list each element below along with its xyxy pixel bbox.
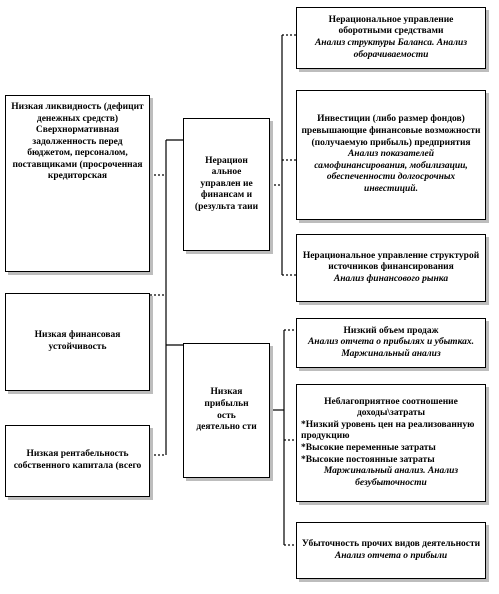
box-title: Нерациональное управление структурой ист…: [302, 250, 480, 273]
box-low-profitability: Низкая рентабельность собственного капит…: [5, 425, 150, 497]
box-other-activities: Убыточность прочих видов деятельности Ан…: [296, 522, 486, 579]
box-item: *Высокие переменные затраты: [301, 443, 436, 453]
box-title: Инвестиции (либо размер фондов) превышаю…: [301, 114, 481, 148]
box-title: Низкая ликвидность (дефицит денежных сре…: [11, 102, 144, 124]
box-investments: Инвестиции (либо размер фондов) превышаю…: [296, 90, 486, 220]
box-sales: Низкий объем продаж Анализ отчета о приб…: [296, 318, 486, 368]
box-item: *Высокие постоянные затраты: [301, 454, 435, 465]
box-finance-mgmt: Нерацион альное управлен ие финансам и (…: [183, 118, 270, 251]
box-sources: Нерациональное управление структурой ист…: [296, 234, 486, 302]
box-title: Низкая финансовая устойчивость: [34, 330, 121, 352]
box-working-capital: Нерациональное управление оборотными сре…: [296, 7, 486, 69]
box-subtitle: Анализ показателей самофинансирования, м…: [314, 149, 468, 194]
box-subtitle: Анализ отчета о прибыли: [334, 550, 448, 561]
box-text: Сверхнормативная задолженность перед бюд…: [12, 125, 143, 182]
box-low-profit: Низкая прибыльн ость деятельно сти: [183, 343, 270, 478]
box-title: Низкая рентабельность собственного капит…: [13, 449, 142, 471]
box-title: Низкий объем продаж: [343, 325, 439, 336]
box-costs: Неблагоприятное соотношение доходы\затра…: [296, 384, 486, 502]
box-subtitle: Анализ финансового рынка: [333, 273, 449, 284]
box-title: Низкая прибыльн ость деятельно сти: [196, 387, 257, 433]
box-title: Неблагоприятное соотношение доходы\затра…: [324, 396, 458, 419]
box-low-stability: Низкая финансовая устойчивость: [5, 293, 150, 391]
box-title: Убыточность прочих видов деятельности: [301, 538, 481, 549]
box-title: Нерациональное управление оборотными сре…: [328, 14, 454, 37]
box-item: *Низкий уровень цен на реализованную про…: [301, 419, 475, 442]
box-title: Нерацион альное управлен ие финансам и (…: [194, 155, 259, 212]
box-subtitle: Анализ отчета о прибылях и убытках. Марж…: [307, 337, 475, 359]
box-subtitle: Маржинальный анализ. Анализ безубыточнос…: [323, 466, 459, 488]
box-low-liquidity: Низкая ликвидность (дефицит денежных сре…: [5, 95, 150, 272]
box-subtitle: Анализ структуры Баланса. Анализ оборачи…: [314, 38, 468, 60]
